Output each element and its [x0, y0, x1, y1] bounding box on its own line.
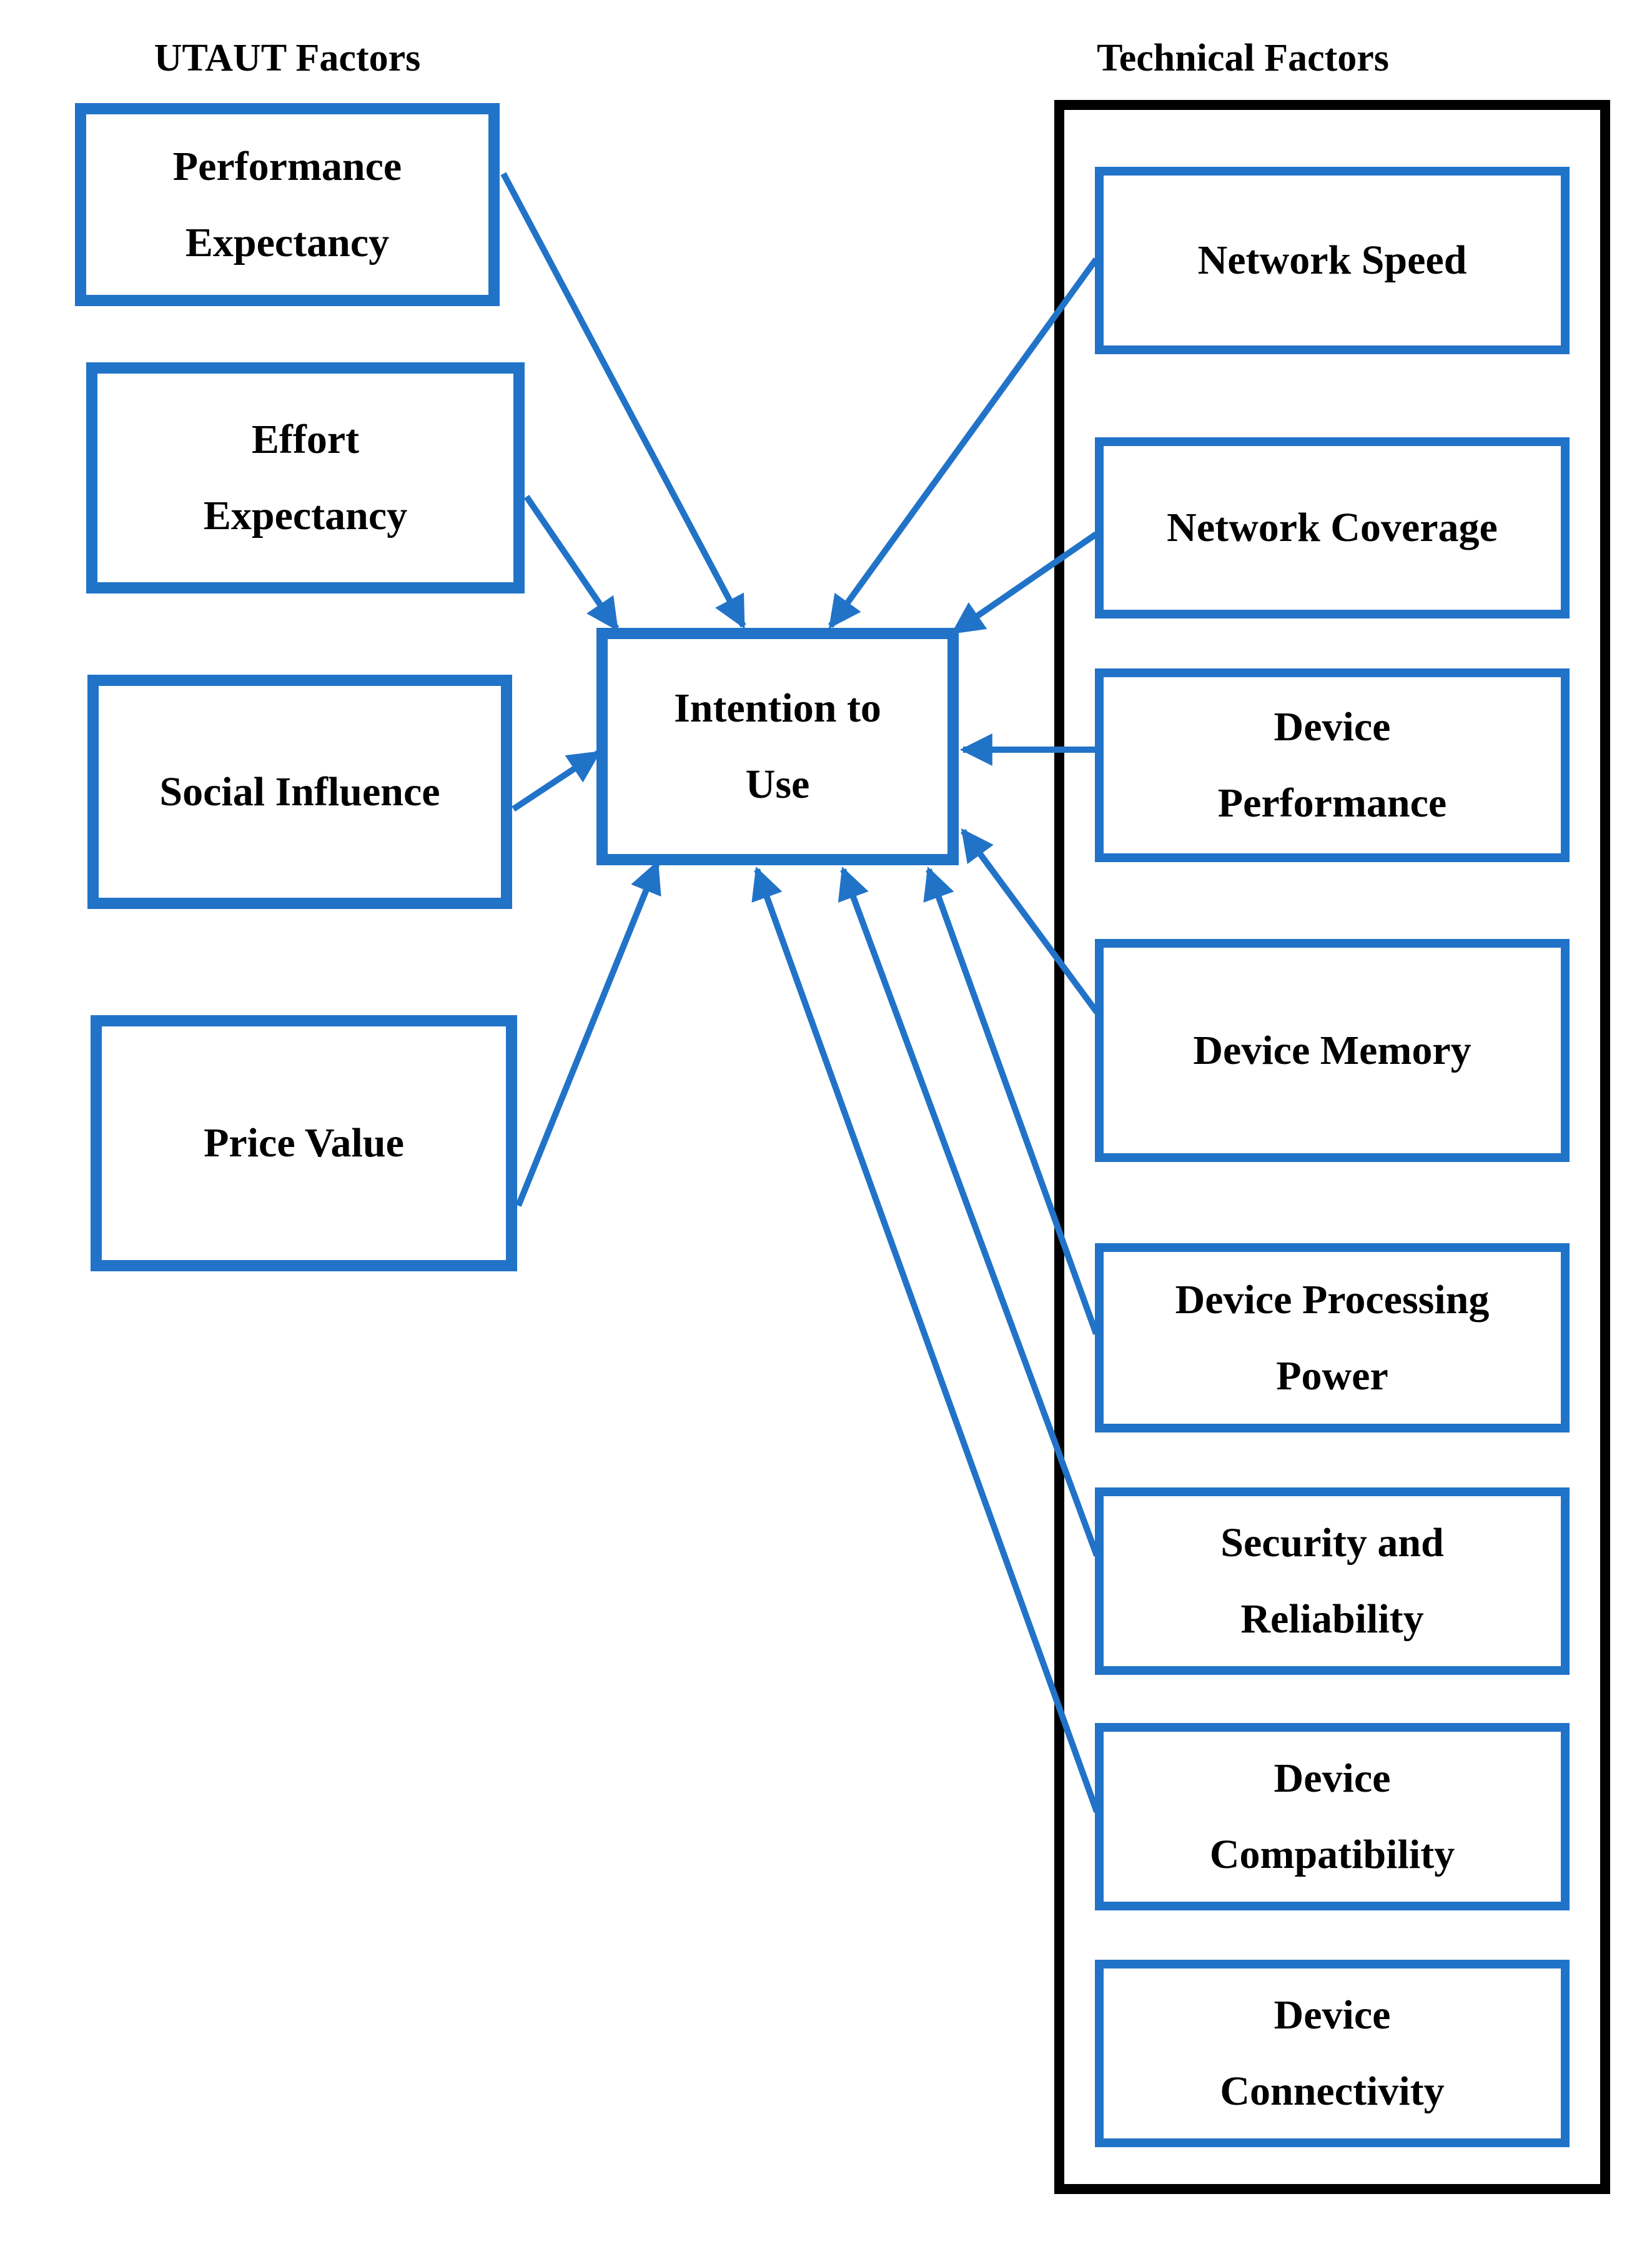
technical-factors-heading: Technical Factors	[1097, 37, 1389, 79]
intention-to-use-box: Intention to Use	[596, 628, 959, 865]
factor-label: Device	[1274, 1992, 1391, 2038]
factor-label: Expectancy	[185, 219, 390, 266]
factor-label: Power	[1276, 1353, 1388, 1399]
arrow-price-value-to-intention	[515, 860, 661, 1207]
factor-label: Device Processing	[1175, 1276, 1490, 1323]
factor-label: Reliability	[1240, 1596, 1424, 1642]
factor-box-security-and-reliability: Security and Reliability	[1095, 1487, 1570, 1675]
factor-box-social-influence: Social Influence	[87, 675, 512, 909]
factor-box-effort-expectancy: Effort Expectancy	[86, 362, 525, 593]
factor-label: Performance	[172, 143, 402, 189]
factor-box-device-processing-power: Device Processing Power	[1095, 1243, 1570, 1432]
intention-label: Intention to	[674, 685, 881, 731]
factor-label: Network Coverage	[1167, 505, 1498, 550]
factor-label: Social Influence	[159, 768, 440, 815]
factor-box-device-compatibility: Device Compatibility	[1095, 1723, 1570, 1910]
factor-label: Network Speed	[1197, 237, 1467, 283]
factor-label: Compatibility	[1209, 1832, 1455, 1877]
utaut-factors-heading: UTAUT Factors	[154, 37, 421, 79]
arrow-social-influence-to-intention	[512, 750, 601, 812]
factor-label: Price Value	[204, 1120, 404, 1166]
factor-box-price-value: Price Value	[91, 1015, 517, 1271]
factor-label: Expectancy	[203, 493, 408, 539]
factor-label: Performance	[1217, 780, 1447, 826]
factor-label: Device Memory	[1193, 1027, 1471, 1073]
factor-box-performance-expectancy: Performance Expectancy	[75, 103, 500, 306]
factor-box-network-speed: Network Speed	[1095, 167, 1570, 354]
factor-box-device-connectivity: Device Connectivity	[1095, 1960, 1570, 2147]
factor-label: Security and	[1220, 1520, 1444, 1566]
factor-label: Device	[1274, 1755, 1391, 1801]
factor-label: Connectivity	[1220, 2068, 1445, 2114]
factor-label: Device	[1274, 704, 1391, 750]
arrow-effort-expectancy-to-intention	[523, 495, 620, 632]
factor-box-network-coverage: Network Coverage	[1095, 437, 1570, 618]
factor-label: Effort	[251, 417, 360, 462]
factor-box-device-performance: Device Performance	[1095, 668, 1570, 862]
intention-label: Use	[745, 762, 810, 807]
arrow-device-compatibility-to-intention	[751, 866, 1100, 1813]
arrow-performance-expectancy-to-intention	[500, 172, 746, 629]
factor-box-device-memory: Device Memory	[1095, 939, 1570, 1162]
